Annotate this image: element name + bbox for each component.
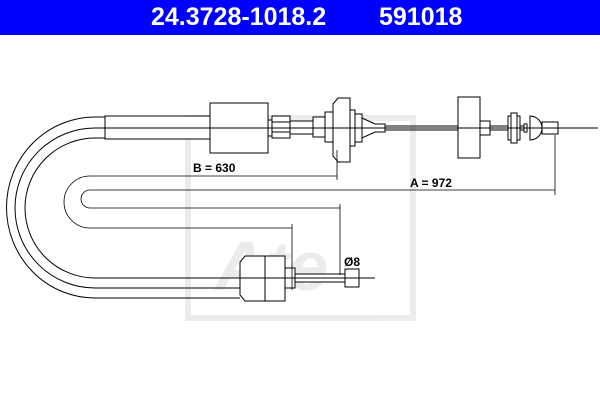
part-number: 24.3728-1018.2 xyxy=(151,3,327,31)
reference-number: 591018 xyxy=(379,3,463,31)
dimension-a-label: A = 972 xyxy=(410,176,452,190)
lower-end-fitting xyxy=(239,255,375,302)
dimension-lines: B = 630 A = 972 Ø8 xyxy=(63,135,556,290)
cable-casing xyxy=(6,116,240,299)
hex-nut-small xyxy=(312,116,326,138)
mount-disc xyxy=(332,97,351,163)
dimension-b-label: B = 630 xyxy=(193,161,236,175)
hex-nut xyxy=(271,115,291,139)
diameter-label: Ø8 xyxy=(344,255,360,269)
upper-end-fitting xyxy=(100,96,598,163)
title-bar: 24.3728-1018.2 591018 xyxy=(0,0,600,35)
